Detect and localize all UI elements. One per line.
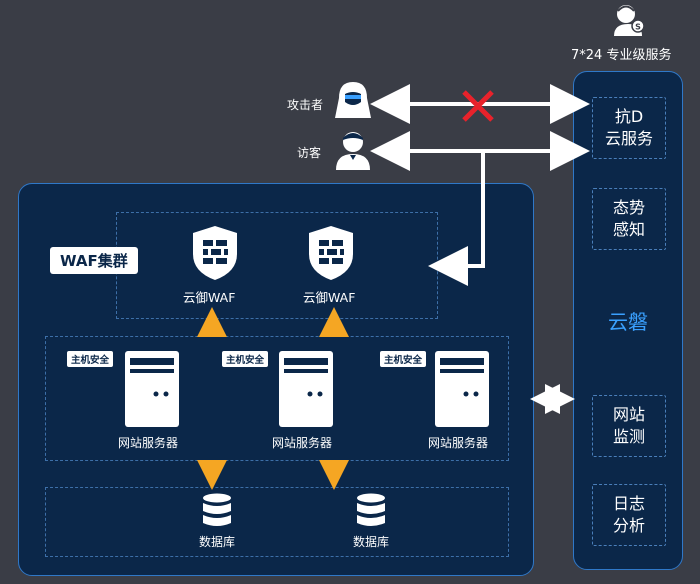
service-site-monitoring[interactable]: 网站 监测 <box>592 395 666 457</box>
server-icon <box>124 350 180 432</box>
yunpan-panel <box>573 71 683 570</box>
server-icon <box>434 350 490 432</box>
support-label: 7*24 专业级服务 <box>571 48 672 63</box>
database-label-1: 数据库 <box>199 535 236 549</box>
waf-label-2: 云御WAF <box>303 290 356 305</box>
support-agent-icon: S <box>604 2 652 38</box>
server-label-2: 网站服务器 <box>272 436 333 450</box>
service-log-analysis[interactable]: 日志 分析 <box>592 484 666 546</box>
visitor-icon <box>333 130 373 174</box>
server-label-3: 网站服务器 <box>428 436 489 450</box>
svg-text:S: S <box>635 23 641 32</box>
visitor-label: 访客 <box>297 146 322 160</box>
host-security-badge: 主机安全 <box>222 351 269 367</box>
waf-shield-icon <box>306 224 356 286</box>
database-label-2: 数据库 <box>353 535 390 549</box>
waf-cluster-box <box>116 212 438 319</box>
yunpan-title: 云磐 <box>608 310 648 334</box>
host-security-badge: 主机安全 <box>67 351 114 367</box>
waf-cluster-label: WAF集群 <box>50 247 138 274</box>
waf-label-1: 云御WAF <box>183 290 236 305</box>
database-icon <box>202 493 232 533</box>
waf-shield-icon <box>190 224 240 286</box>
attacker-label: 攻击者 <box>287 98 324 112</box>
service-anti-ddos[interactable]: 抗D 云服务 <box>592 97 666 159</box>
service-situation-awareness[interactable]: 态势 感知 <box>592 188 666 250</box>
attacker-icon <box>333 80 373 124</box>
servers-box <box>45 336 509 461</box>
database-box <box>45 487 509 557</box>
server-label-1: 网站服务器 <box>118 436 179 450</box>
host-security-badge: 主机安全 <box>380 351 427 367</box>
database-icon <box>356 493 386 533</box>
server-icon <box>278 350 334 432</box>
